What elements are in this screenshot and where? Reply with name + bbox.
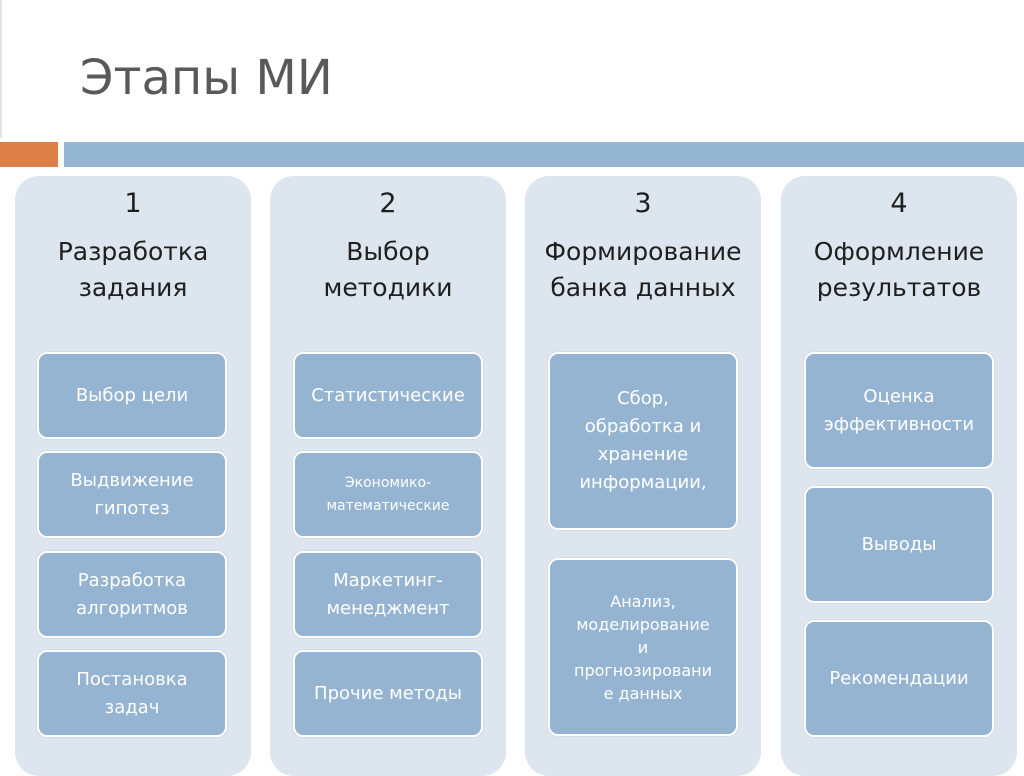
stage-item: Сбор, обработка и хранение информации, — [548, 352, 738, 530]
stage-item: Статистические — [293, 352, 483, 439]
stage-column-2: 2 Выбор методики Статистические Экономик… — [270, 176, 506, 776]
stage-item: Анализ, моделирование и прогнозировани е… — [548, 558, 738, 736]
stage-item: Рекомендации — [804, 620, 994, 737]
stage-number: 3 — [634, 188, 652, 219]
stage-item: Маркетинг-менеджмент — [293, 551, 483, 638]
left-edge-rule — [0, 0, 2, 138]
stage-item: Экономико-математические — [293, 451, 483, 538]
stage-item: Выводы — [804, 486, 994, 603]
stage-heading: Формирование банка данных — [544, 237, 742, 302]
stage-column-1: 1 Разработка задания Выбор цели Выдвижен… — [15, 176, 251, 776]
stage-number: 1 — [124, 188, 142, 219]
stage-number: 2 — [379, 188, 397, 219]
stage-heading: Оформление результатов — [813, 237, 985, 302]
page-title: Этапы МИ — [80, 50, 333, 106]
stage-heading: Разработка задания — [57, 237, 209, 302]
stage-column-3: 3 Формирование банка данных Сбор, обрабо… — [525, 176, 761, 776]
stage-number: 4 — [890, 188, 908, 219]
stage-item: Прочие методы — [293, 650, 483, 737]
stage-item: Выбор цели — [37, 352, 227, 439]
accent-bar-orange — [0, 142, 58, 167]
accent-bar-blue — [64, 142, 1024, 167]
stage-heading: Выбор методики — [323, 237, 453, 302]
